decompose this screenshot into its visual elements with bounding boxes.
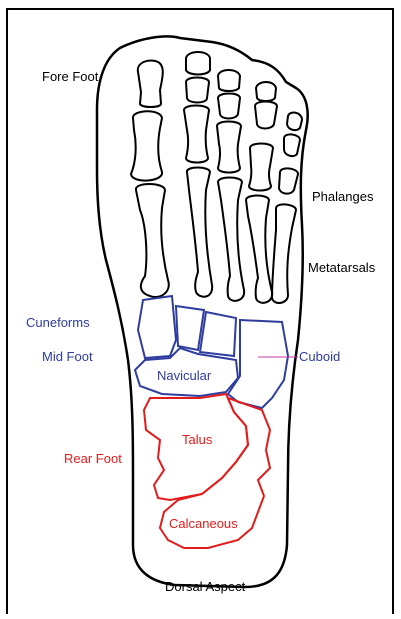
label-fore-foot: Fore Foot xyxy=(42,70,98,83)
big-toe-metatarsal xyxy=(136,184,169,297)
toe-2-middle xyxy=(186,78,209,103)
lateral-cuneiform xyxy=(200,312,236,356)
label-cuneiforms: Cuneforms xyxy=(26,316,90,329)
toe-5-metatarsal xyxy=(272,204,296,303)
toe-3-metatarsal xyxy=(218,178,244,301)
label-metatarsals: Metatarsals xyxy=(308,261,375,274)
label-mid-foot: Mid Foot xyxy=(42,350,93,363)
midfoot-bones xyxy=(135,296,288,408)
label-rear-foot: Rear Foot xyxy=(64,452,122,465)
toe-2-distal xyxy=(186,52,210,75)
toe-3-distal xyxy=(218,70,240,91)
big-toe-distal-phalanx xyxy=(138,60,163,107)
label-cuboid: Cuboid xyxy=(299,350,340,363)
label-navicular: Navicular xyxy=(157,369,211,382)
toe-3-middle xyxy=(218,94,240,119)
intermediate-cuneiform xyxy=(176,306,204,350)
toe-2-metatarsal xyxy=(187,168,212,297)
toe-4-metatarsal xyxy=(246,196,272,303)
label-dorsal-aspect: Dorsal Aspect xyxy=(165,580,245,593)
medial-cuneiform xyxy=(138,296,176,358)
foot-outline xyxy=(97,36,308,587)
toe-3-proximal xyxy=(217,122,241,173)
label-calcaneous: Calcaneous xyxy=(169,517,238,530)
label-talus: Talus xyxy=(182,433,212,446)
big-toe-proximal-phalanx xyxy=(131,111,162,180)
toe-5-middle xyxy=(284,134,300,156)
toe-4-proximal xyxy=(249,144,273,191)
toe-2-proximal xyxy=(184,106,209,163)
toe-5-proximal xyxy=(279,168,298,193)
toe-4-distal xyxy=(256,82,276,101)
toe-5-distal xyxy=(287,113,302,131)
label-phalanges: Phalanges xyxy=(312,190,373,203)
toe-4-middle xyxy=(255,102,277,129)
